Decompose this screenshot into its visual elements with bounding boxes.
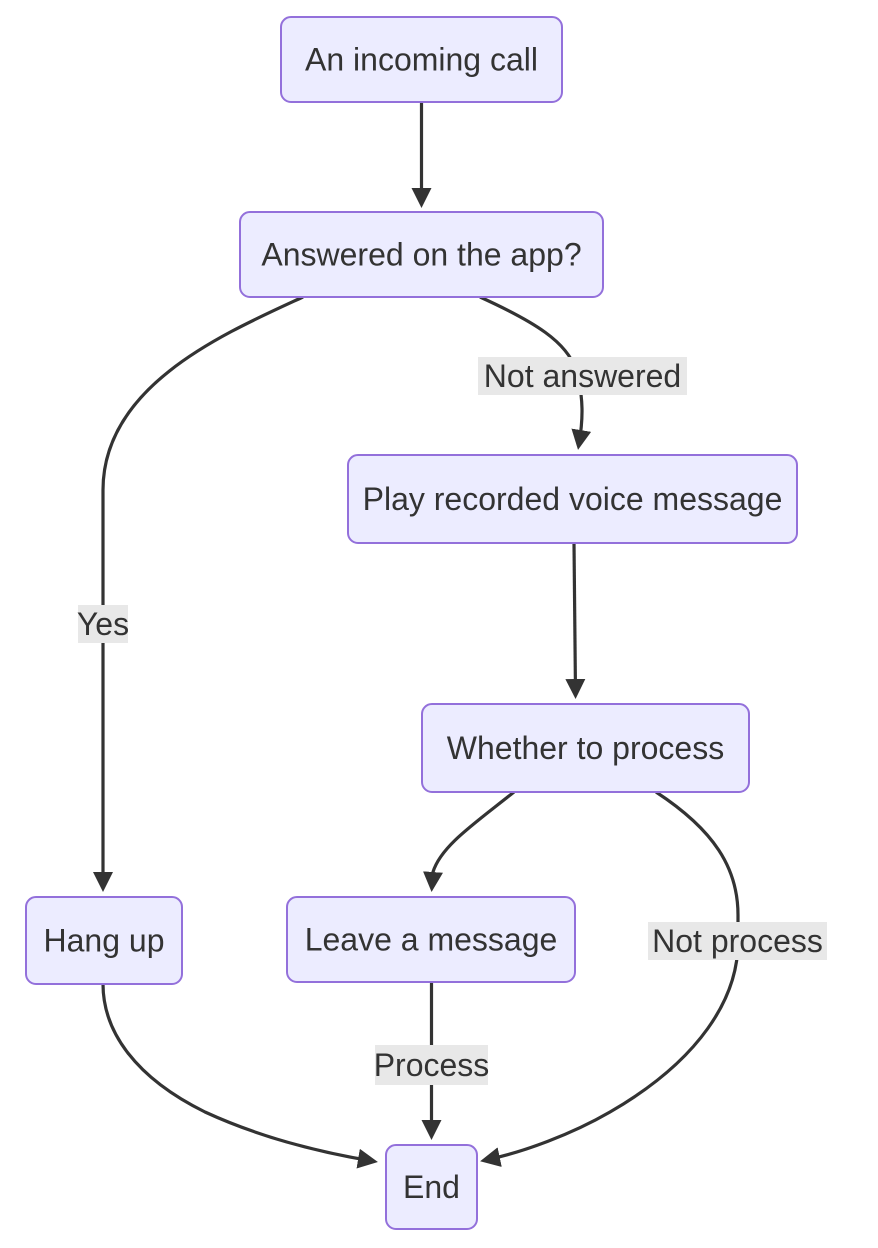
node-whether-to-process-box bbox=[421, 703, 750, 793]
node-answered-on-app: Answered on the app? bbox=[239, 211, 604, 298]
nodes-layer: An incoming call Answered on the app? Pl… bbox=[25, 16, 798, 1230]
edge-play-whether bbox=[565, 542, 586, 699]
node-end-box bbox=[385, 1144, 478, 1230]
node-answered-on-app-box bbox=[239, 211, 604, 298]
edge-label-process-text: Process bbox=[374, 1047, 490, 1083]
node-play-recorded-message-box bbox=[347, 454, 798, 544]
node-end: End bbox=[385, 1144, 478, 1230]
node-incoming-call: An incoming call bbox=[280, 16, 563, 103]
node-leave-a-message-box bbox=[286, 896, 576, 983]
node-end-label: End bbox=[403, 1169, 460, 1205]
edge-label-process-bg bbox=[375, 1045, 488, 1085]
edge-label-process: Process bbox=[374, 1045, 490, 1085]
node-play-recorded-message: Play recorded voice message bbox=[347, 454, 798, 544]
node-hang-up: Hang up bbox=[25, 896, 183, 985]
node-answered-on-app-label: Answered on the app? bbox=[261, 237, 581, 273]
edge-labels-layer: Yes Not answered Not process Process bbox=[77, 357, 827, 1085]
node-incoming-call-label: An incoming call bbox=[305, 42, 538, 78]
edge-label-not-answered-bg bbox=[478, 357, 687, 395]
edge-label-not-process: Not process bbox=[648, 922, 827, 960]
edge-whether-end bbox=[480, 790, 740, 1167]
node-play-recorded-message-label: Play recorded voice message bbox=[363, 481, 783, 517]
edge-label-not-process-bg bbox=[648, 922, 827, 960]
node-hang-up-box bbox=[25, 896, 183, 985]
node-incoming-call-box bbox=[280, 16, 563, 103]
node-whether-to-process: Whether to process bbox=[421, 703, 750, 793]
node-whether-to-process-label: Whether to process bbox=[447, 730, 724, 766]
edge-answered-hangup bbox=[93, 295, 304, 892]
edge-label-not-process-text: Not process bbox=[652, 923, 823, 959]
node-leave-a-message: Leave a message bbox=[286, 896, 576, 983]
node-hang-up-label: Hang up bbox=[44, 923, 165, 959]
edge-label-yes-text: Yes bbox=[77, 606, 129, 642]
edge-label-not-answered: Not answered bbox=[478, 357, 687, 395]
edge-hangup-end bbox=[101, 983, 378, 1169]
edge-whether-leave bbox=[423, 790, 515, 892]
node-leave-a-message-label: Leave a message bbox=[305, 922, 558, 958]
edge-label-yes-bg bbox=[78, 605, 128, 643]
edge-label-not-answered-text: Not answered bbox=[484, 358, 681, 394]
edge-label-yes: Yes bbox=[77, 605, 129, 643]
